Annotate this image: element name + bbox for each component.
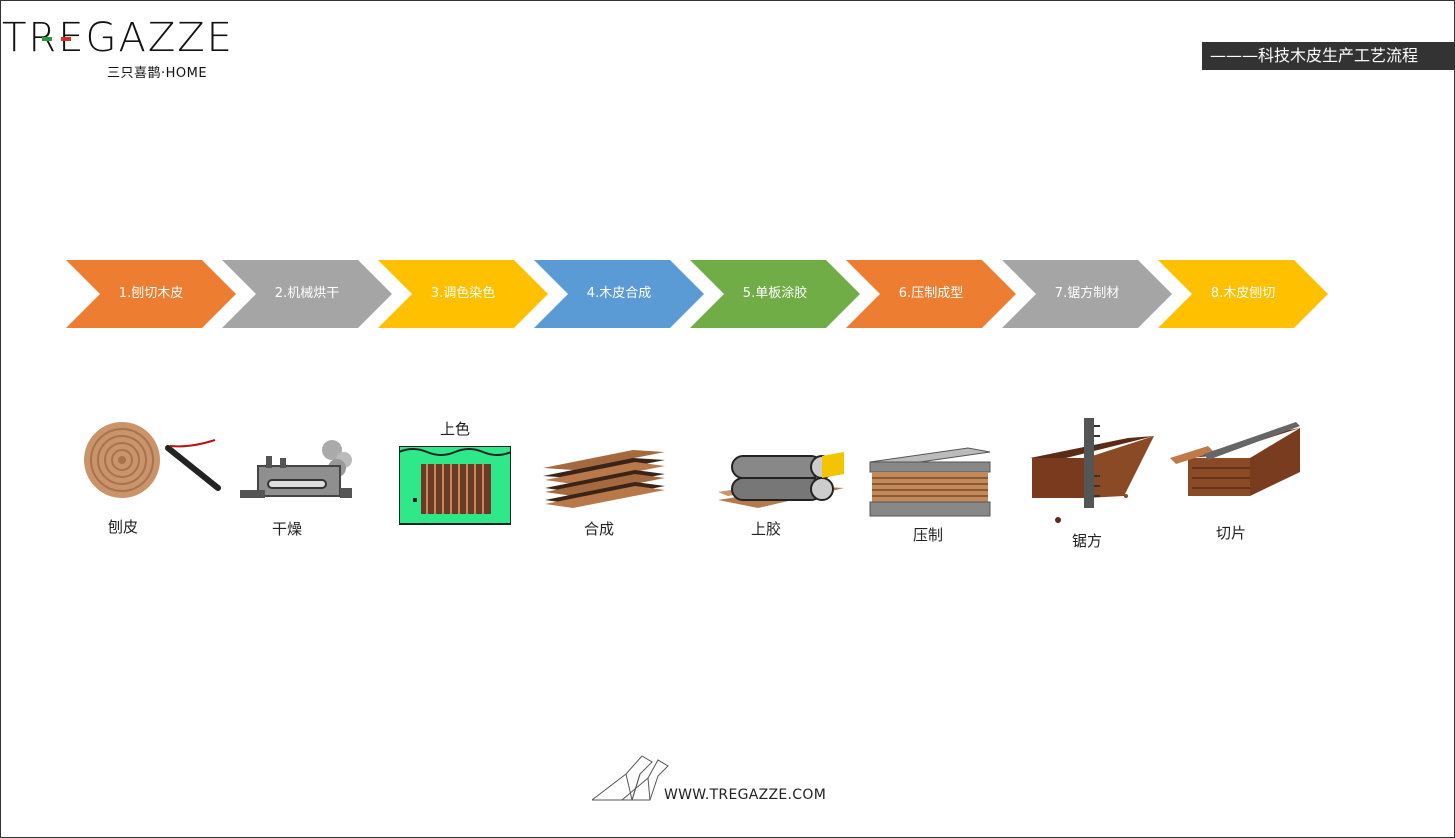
process-step-3: 3.调色染色 [378, 260, 548, 328]
caption-slicing: 切片 [1216, 524, 1247, 542]
process-step-8: 8.木皮刨切 [1158, 260, 1328, 328]
brand-subtitle: 三只喜鹊·HOME [107, 66, 208, 81]
step-label: 4.木皮合成 [586, 286, 652, 301]
brand-logo: TREGAZZE 三只喜鹊·HOME [2, 14, 232, 84]
caption-composite: 合成 [584, 520, 615, 538]
dye-tank-icon [399, 446, 511, 526]
saw-icon [1028, 416, 1158, 526]
log-peeling-icon [80, 418, 225, 498]
process-step-1: 1.刨切木皮 [66, 260, 236, 328]
process-step-5: 5.单板涂胶 [690, 260, 860, 328]
caption-peeling: 刨皮 [108, 518, 139, 536]
press-icon [868, 440, 992, 522]
slicing-icon [1168, 418, 1304, 500]
process-step-4: 4.木皮合成 [534, 260, 704, 328]
step-label: 8.木皮刨切 [1210, 286, 1276, 301]
drying-machine-icon [240, 436, 360, 506]
step-label: 6.压制成型 [898, 286, 964, 301]
step-label: 5.单板涂胶 [742, 286, 808, 301]
brand-wordmark: TREGAZZE [2, 15, 234, 61]
caption-gluing: 上胶 [751, 520, 782, 538]
step-label: 2.机械烘干 [274, 286, 340, 301]
caption-pressing: 压制 [913, 526, 944, 544]
process-step-7: 7.锯方制材 [1002, 260, 1172, 328]
magpie-logo-icon [590, 754, 672, 804]
step-label: 3.调色染色 [430, 286, 496, 301]
process-steps: 1.刨切木皮 2.机械烘干 3.调色染色 4.木皮合成 5.单板涂胶 6.压制成… [66, 260, 1328, 328]
caption-drying: 干燥 [272, 520, 303, 538]
process-step-2: 2.机械烘干 [222, 260, 392, 328]
process-step-6: 6.压制成型 [846, 260, 1016, 328]
italian-flag-stripe [42, 37, 72, 41]
caption-sawing: 锯方 [1072, 532, 1103, 550]
caption-dyeing: 上色 [440, 420, 471, 438]
step-label: 7.锯方制材 [1054, 286, 1120, 301]
glue-roller-icon [718, 438, 846, 514]
page-title-banner: ———科技木皮生产工艺流程 [1202, 42, 1455, 70]
step-label: 1.刨切木皮 [118, 286, 184, 301]
website-url[interactable]: WWW.TREGAZZE.COM [664, 787, 827, 803]
veneer-stack-icon [543, 440, 668, 512]
